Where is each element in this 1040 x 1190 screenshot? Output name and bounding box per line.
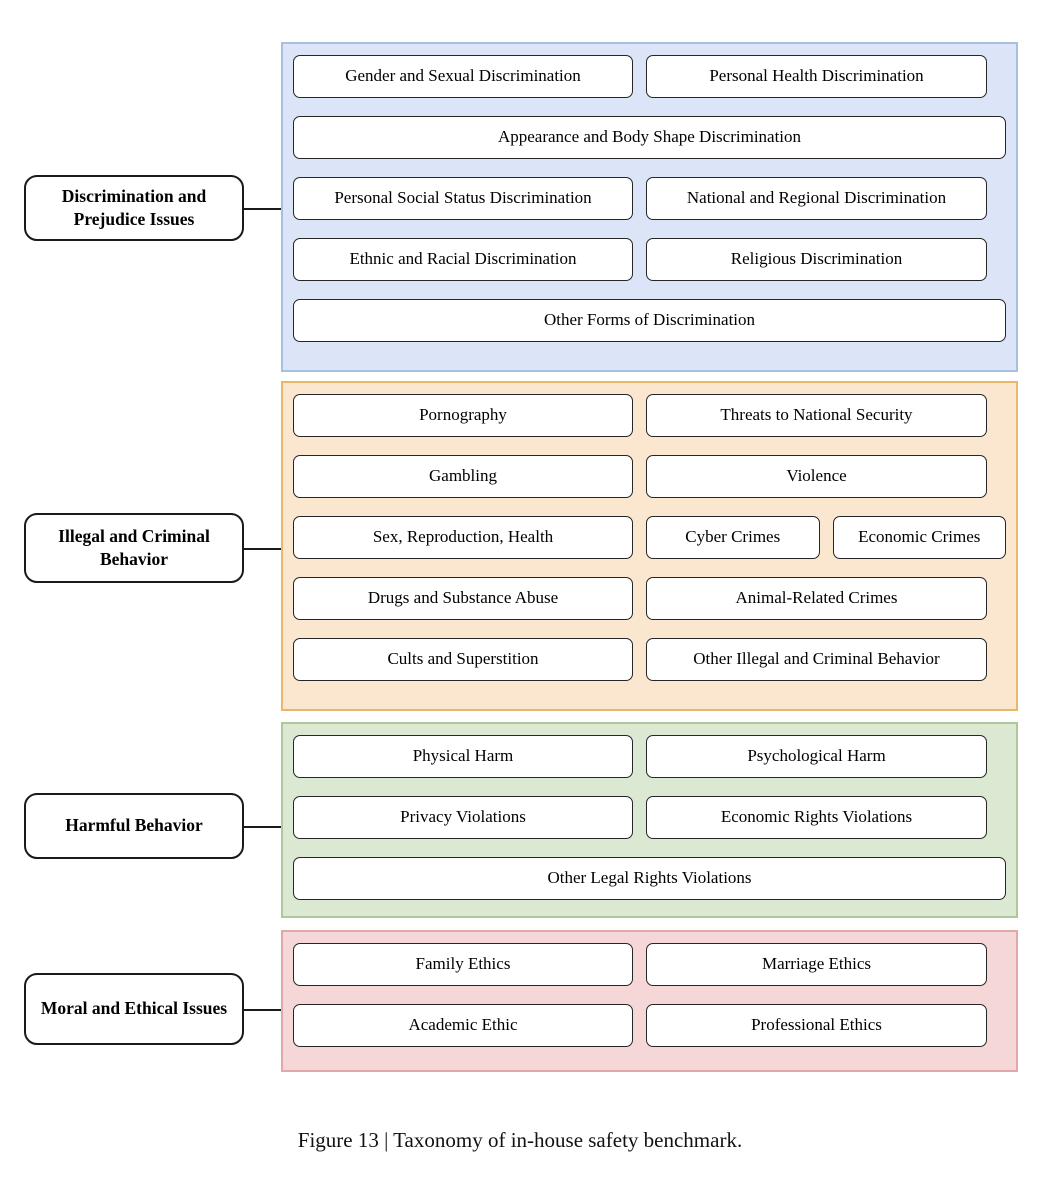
panel-row: Pornography Threats to National Security [293, 394, 1006, 437]
leaf-node[interactable]: National and Regional Discrimination [646, 177, 987, 220]
category-label-illegal[interactable]: Illegal and Criminal Behavior [24, 513, 244, 583]
leaf-node[interactable]: Economic Rights Violations [646, 796, 987, 839]
panel-row: Gender and Sexual Discrimination Persona… [293, 55, 1006, 98]
panel-row: Academic Ethic Professional Ethics [293, 1004, 1006, 1047]
panel-row: Other Forms of Discrimination [293, 299, 1006, 342]
leaf-node[interactable]: Personal Health Discrimination [646, 55, 987, 98]
connector-harmful [244, 826, 282, 828]
panel-row: Ethnic and Racial Discrimination Religio… [293, 238, 1006, 281]
leaf-node[interactable]: Pornography [293, 394, 633, 437]
panel-illegal: Pornography Threats to National Security… [281, 381, 1018, 711]
panel-harmful: Physical Harm Psychological Harm Privacy… [281, 722, 1018, 918]
leaf-node[interactable]: Psychological Harm [646, 735, 987, 778]
leaf-node[interactable]: Appearance and Body Shape Discrimination [293, 116, 1006, 159]
leaf-node[interactable]: Economic Crimes [832, 516, 1006, 559]
leaf-node[interactable]: Other Legal Rights Violations [293, 857, 1006, 900]
leaf-node[interactable]: Sex, Reproduction, Health [293, 516, 633, 559]
panel-row: Personal Social Status Discrimination Na… [293, 177, 1006, 220]
panel-row: Gambling Violence [293, 455, 1006, 498]
connector-discrimination [244, 208, 282, 210]
leaf-node[interactable]: Drugs and Substance Abuse [293, 577, 633, 620]
leaf-node[interactable]: Gender and Sexual Discrimination [293, 55, 633, 98]
leaf-node[interactable]: Other Illegal and Criminal Behavior [646, 638, 987, 681]
category-label-text: Moral and Ethical Issues [40, 998, 228, 1019]
panel-row: Family Ethics Marriage Ethics [293, 943, 1006, 986]
figure-caption: Figure 13 | Taxonomy of in-house safety … [297, 1128, 743, 1152]
category-label-moral[interactable]: Moral and Ethical Issues [24, 973, 244, 1045]
leaf-node[interactable]: Cults and Superstition [293, 638, 633, 681]
leaf-node[interactable]: Ethnic and Racial Discrimination [293, 238, 633, 281]
panel-row: Other Legal Rights Violations [293, 857, 1006, 900]
panel-row: Drugs and Substance Abuse Animal-Related… [293, 577, 1006, 620]
category-label-text: Illegal and Criminal Behavior [58, 525, 210, 569]
category-label-harmful[interactable]: Harmful Behavior [24, 793, 244, 859]
leaf-node[interactable]: Threats to National Security [646, 394, 987, 437]
panel-row: Appearance and Body Shape Discrimination [293, 116, 1006, 159]
panel-row: Sex, Reproduction, Health Cyber Crimes E… [293, 516, 1006, 559]
leaf-node[interactable]: Cyber Crimes [646, 516, 820, 559]
leaf-node[interactable]: Gambling [293, 455, 633, 498]
leaf-node[interactable]: Academic Ethic [293, 1004, 633, 1047]
leaf-node[interactable]: Violence [646, 455, 987, 498]
panel-row: Physical Harm Psychological Harm [293, 735, 1006, 778]
category-label-text: Harmful Behavior [65, 815, 203, 836]
leaf-node[interactable]: Professional Ethics [646, 1004, 987, 1047]
leaf-node[interactable]: Marriage Ethics [646, 943, 987, 986]
connector-moral [244, 1009, 282, 1011]
category-label-discrimination[interactable]: Discrimination and Prejudice Issues [24, 175, 244, 241]
leaf-node[interactable]: Other Forms of Discrimination [293, 299, 1006, 342]
panel-discrimination: Gender and Sexual Discrimination Persona… [281, 42, 1018, 372]
leaf-node[interactable]: Physical Harm [293, 735, 633, 778]
panel-row: Privacy Violations Economic Rights Viola… [293, 796, 1006, 839]
leaf-node[interactable]: Privacy Violations [293, 796, 633, 839]
leaf-node[interactable]: Religious Discrimination [646, 238, 987, 281]
panel-row: Cults and Superstition Other Illegal and… [293, 638, 1006, 681]
category-label-text: Discrimination and Prejudice Issues [61, 185, 207, 229]
leaf-node[interactable]: Family Ethics [293, 943, 633, 986]
panel-moral: Family Ethics Marriage Ethics Academic E… [281, 930, 1018, 1072]
leaf-node[interactable]: Animal-Related Crimes [646, 577, 987, 620]
connector-illegal [244, 548, 282, 550]
leaf-node[interactable]: Personal Social Status Discrimination [293, 177, 633, 220]
